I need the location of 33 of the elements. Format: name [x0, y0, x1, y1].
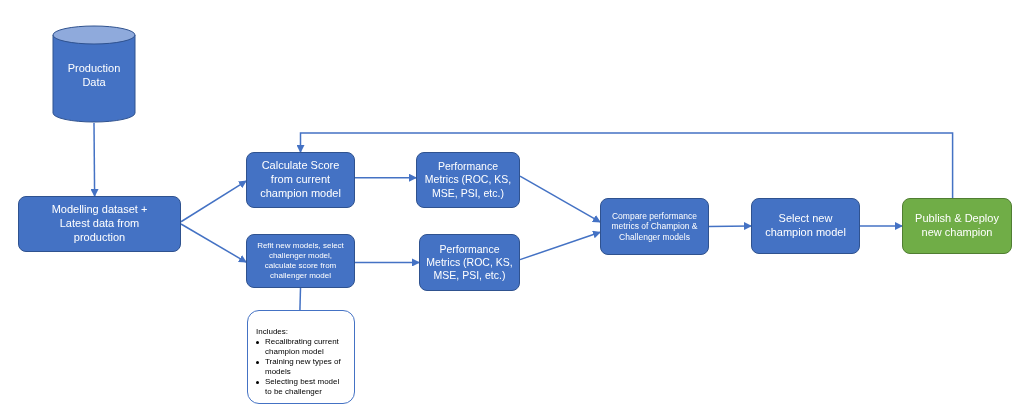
- arrow: [354, 173, 417, 182]
- process-box: [18, 196, 181, 252]
- node-label: Performance Metrics (ROC, KS, MSE, PSI, etc.): [426, 242, 513, 283]
- process-box: [751, 198, 860, 254]
- node-label: Compare performance metrics of Champion & Challenger models: [610, 210, 699, 243]
- node-label: Calculate Score from current champion model: [259, 159, 342, 201]
- process-box: [246, 152, 355, 208]
- node-label: Performance Metrics (ROC, KS, MSE, PSI, etc.): [423, 160, 513, 200]
- bullet-item: Recalibrating current champion model: [265, 337, 340, 357]
- node-label: Production Data: [66, 62, 122, 90]
- process-box: [902, 198, 1012, 254]
- process-box: [246, 234, 355, 288]
- arrow: [859, 222, 903, 230]
- note-heading: Includes:: [256, 327, 290, 337]
- arrow: [180, 223, 247, 263]
- arrow: [180, 180, 247, 223]
- arrow: [296, 132, 954, 199]
- bullet-item: Selecting best model to be challenger: [265, 377, 341, 397]
- process-box: [419, 234, 520, 291]
- node-label: Select new champion model: [764, 212, 847, 240]
- node-label: Modelling dataset + Latest data from production: [50, 203, 149, 245]
- node-label: Publish & Deploy new champion: [914, 212, 1000, 240]
- arrow: [708, 222, 752, 231]
- node-label: Refit new models, select challenger model, calculate score from challenger model: [256, 241, 345, 281]
- connector-line: [299, 287, 302, 311]
- bullet-item: Training new types of models: [265, 357, 342, 377]
- process-box: [416, 152, 520, 208]
- arrow: [90, 122, 99, 197]
- process-box: [600, 198, 709, 255]
- note-box: [247, 310, 355, 404]
- arrow: [519, 175, 601, 223]
- arrow: [354, 258, 420, 267]
- arrow: [519, 230, 601, 261]
